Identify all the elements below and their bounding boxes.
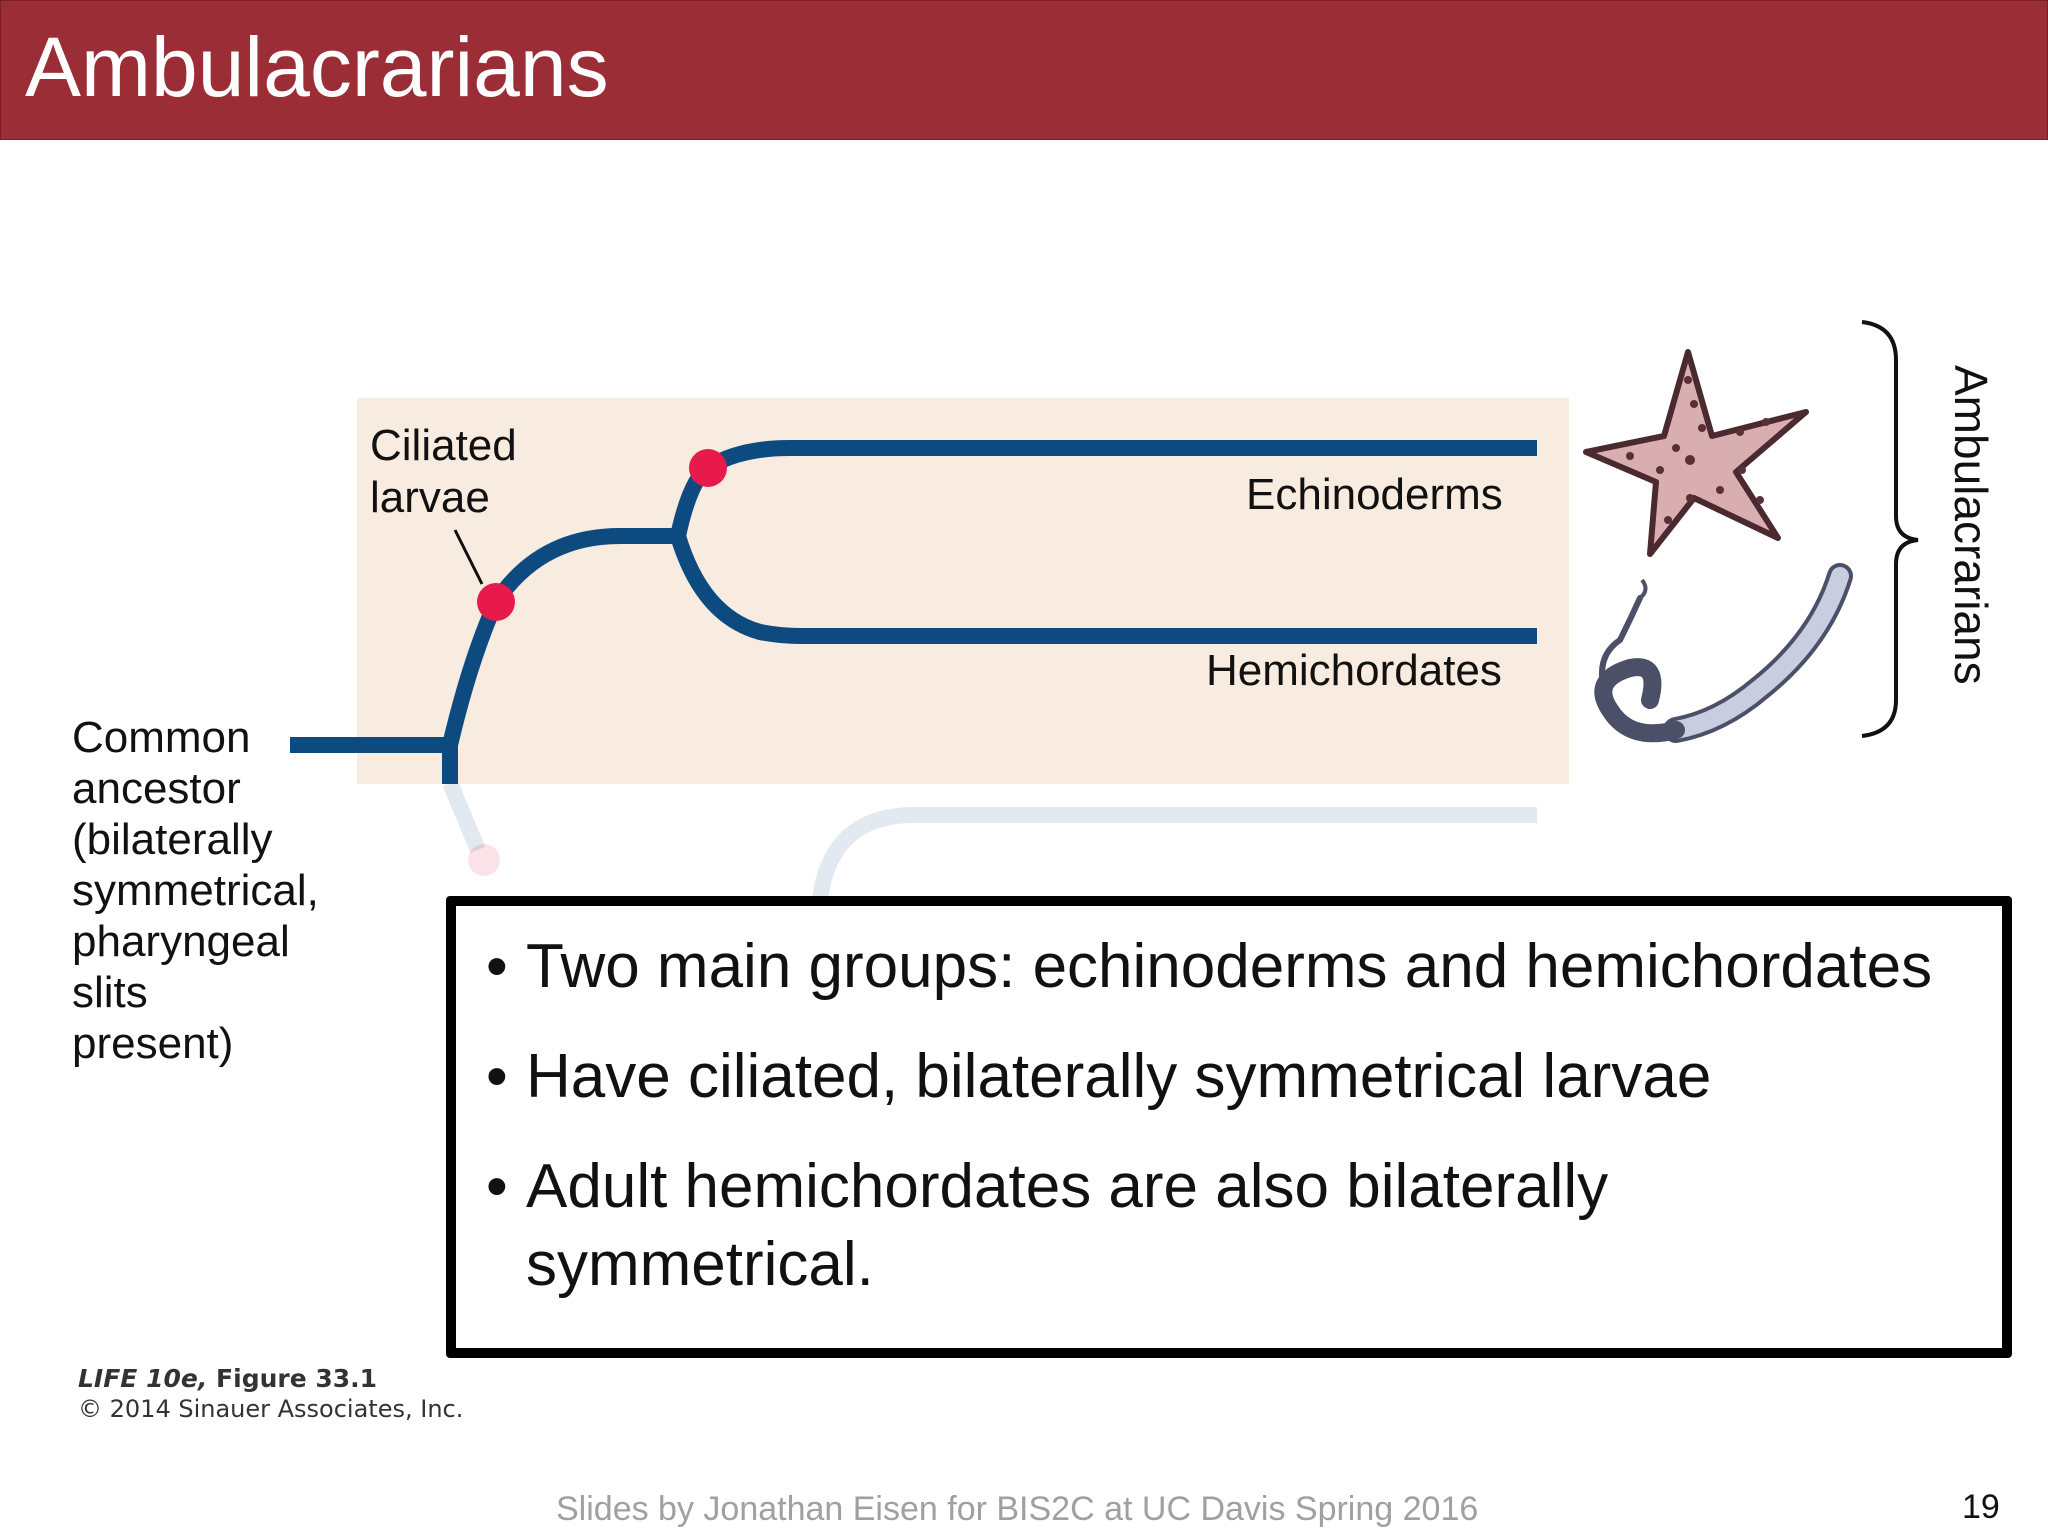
starfish-icon [1583,349,1809,557]
ancestor-line: pharyngeal [72,917,290,966]
bullet-item: Adult hemichordates are also bilaterally… [486,1148,1706,1304]
larvae-pointer [453,529,484,585]
book-title: LIFE 10e, [78,1364,208,1393]
faded-branches [442,779,1537,902]
page-number: 19 [1962,1488,2000,1526]
ambulacrarians-clade-label: Ambulacrarians [1945,365,1997,685]
clade-brace [1861,320,1919,738]
ciliated-larvae-node [477,583,515,621]
title-bar: Ambulacrarians [0,0,2048,140]
acorn-worm-icon [1594,563,1853,743]
echinoderms-label: Echinoderms [1246,470,1503,519]
clade-shade [357,398,1569,784]
hemichordate-branch [670,533,1537,644]
larvae-line: Ciliated [370,421,517,470]
hemichordates-label: Hemichordates [1206,646,1502,695]
ciliated-larvae-label: Ciliated larvae [370,420,517,524]
slide-title: Ambulacrarians [25,20,609,114]
ancestor-line: Common [72,713,251,762]
common-ancestor-label: Common ancestor (bilaterally symmetrical… [72,712,342,1069]
ancestor-line: slits [72,968,148,1017]
larvae-line: larvae [370,473,490,522]
bullet-item: Two main groups: echinoderms and hemicho… [486,928,1982,1006]
stem-to-split [489,528,678,607]
slide-footer: Slides by Jonathan Eisen for BIS2C at UC… [556,1490,1479,1528]
figure-credit: LIFE 10e, Figure 33.1 © 2014 Sinauer Ass… [78,1364,463,1424]
ancestor-line: (bilaterally [72,815,273,864]
figure-reference: LIFE 10e, Figure 33.1 [78,1364,463,1394]
ancestor-line: ancestor [72,764,241,813]
ancestor-line: present) [72,1019,234,1068]
figure-number: Figure 33.1 [207,1364,378,1393]
copyright-text: © 2014 Sinauer Associates, Inc. [78,1395,464,1423]
ambulacraria-node [689,449,727,487]
faded-node [468,844,500,876]
bullet-list: Two main groups: echinoderms and hemicho… [456,906,2002,1304]
bullet-item: Have ciliated, bilaterally symmetrical l… [486,1038,1982,1116]
bullet-box: Two main groups: echinoderms and hemicho… [446,896,2012,1358]
ancestor-line: symmetrical, [72,866,319,915]
